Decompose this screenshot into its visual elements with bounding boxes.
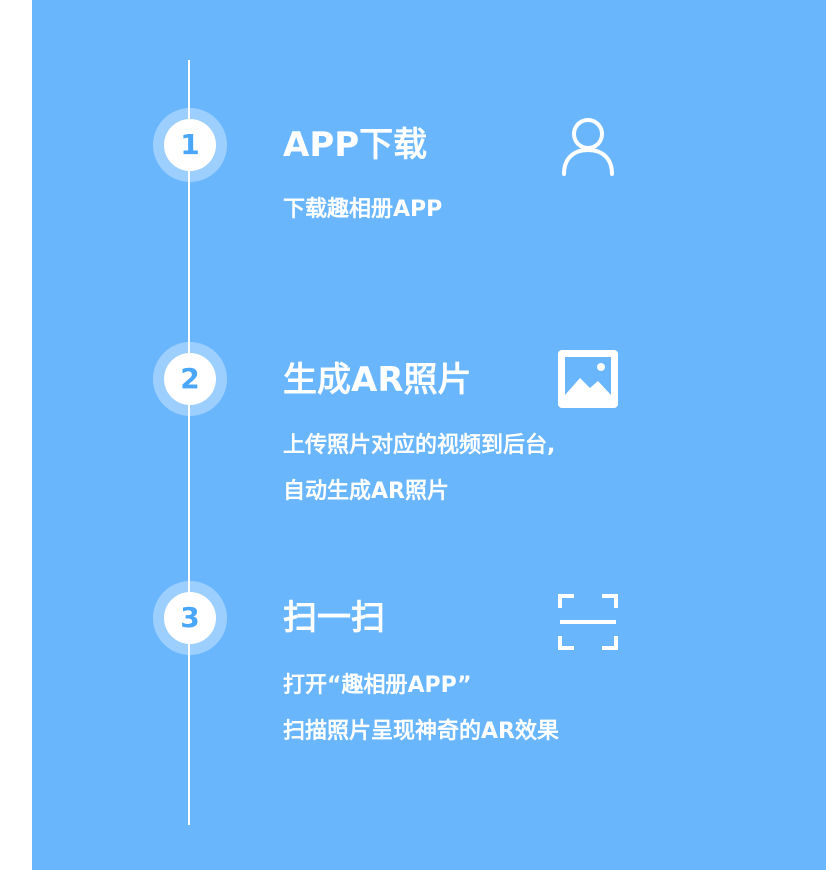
- user-icon: [562, 118, 614, 176]
- step-1-badge: 1: [153, 108, 227, 182]
- step-2-desc-line-1: 上传照片对应的视频到后台,: [283, 433, 556, 458]
- step-1-number: 1: [164, 119, 216, 171]
- step-2-number: 2: [164, 353, 216, 405]
- step-2-badge: 2: [153, 342, 227, 416]
- step-3-title: 扫一扫: [283, 598, 385, 638]
- scan-icon: [558, 594, 618, 650]
- step-2-desc-line-2: 自动生成AR照片: [283, 479, 449, 504]
- timeline-line: [188, 60, 190, 825]
- step-2-title: 生成AR照片: [283, 360, 472, 400]
- step-1-title: APP下载: [283, 125, 428, 165]
- image-icon: [558, 350, 618, 408]
- step-3-badge: 3: [153, 581, 227, 655]
- step-1-desc-line-1: 下载趣相册APP: [283, 197, 443, 222]
- step-3-number: 3: [164, 592, 216, 644]
- step-3-desc-line-2: 扫描照片呈现神奇的AR效果: [283, 719, 559, 744]
- step-3-desc-line-1: 打开“趣相册APP”: [283, 673, 472, 698]
